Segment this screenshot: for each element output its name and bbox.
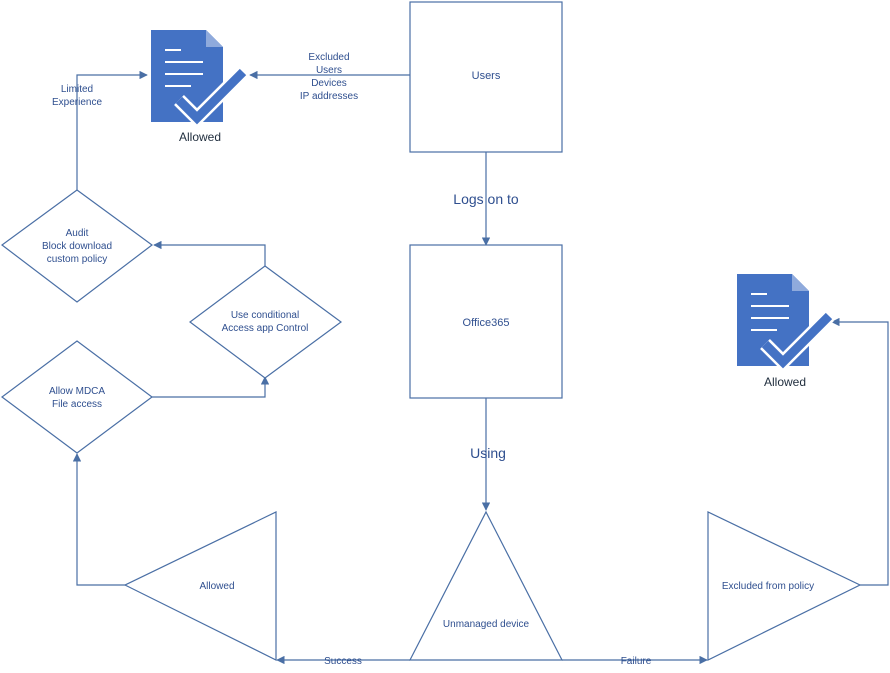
- edge-mdca-to-conditional: [152, 376, 270, 398]
- excluded-policy-label: Excluded from policy: [722, 581, 814, 592]
- edge-excluded-to-allowed: [831, 317, 889, 586]
- edge-conditional-to-audit: [153, 240, 266, 266]
- allow-mdca-label-1: Allow MDCA: [49, 386, 105, 397]
- allow-mdca-label-2: File access: [52, 399, 102, 410]
- edge-audit-to-allowed: [76, 70, 148, 190]
- use-conditional-node: [188, 265, 343, 379]
- document-check-icon: [151, 30, 248, 128]
- users-node: [409, 1, 563, 153]
- office365-label: Office365: [463, 317, 510, 329]
- using-label: Using: [470, 445, 506, 461]
- office365-node: [409, 244, 563, 399]
- document-check-icon: [737, 274, 834, 372]
- excluded-label-3: Devices: [311, 78, 347, 89]
- edge-allowed-to-mdca: [72, 453, 125, 586]
- excluded-label-1: Excluded: [308, 52, 349, 63]
- use-conditional-label-2: Access app Control: [222, 323, 309, 334]
- allowed-doc-right-label: Allowed: [764, 375, 806, 389]
- unmanaged-device-node: [409, 510, 563, 661]
- logs-on-to-label: Logs on to: [453, 191, 519, 207]
- success-label: Success: [324, 656, 362, 667]
- users-label: Users: [472, 70, 501, 82]
- excluded-label-2: Users: [316, 65, 342, 76]
- failure-label: Failure: [621, 656, 652, 667]
- allowed-triangle-node: [123, 511, 277, 661]
- use-conditional-label-1: Use conditional: [231, 310, 299, 321]
- audit-node: [0, 189, 154, 303]
- audit-label-3: custom policy: [47, 254, 108, 265]
- excluded-policy-node: [707, 511, 862, 661]
- excluded-label-4: IP addresses: [300, 91, 358, 102]
- limited-experience-label-2: Experience: [52, 97, 102, 108]
- allowed-doc-top-label: Allowed: [179, 130, 221, 144]
- allow-mdca-node: [0, 340, 154, 454]
- audit-label-2: Block download: [42, 241, 112, 252]
- connectors: [72, 70, 889, 665]
- audit-label-1: Audit: [66, 228, 89, 239]
- allowed-triangle-label: Allowed: [199, 581, 234, 592]
- limited-experience-label-1: Limited: [61, 84, 93, 95]
- unmanaged-device-label: Unmanaged device: [443, 619, 530, 630]
